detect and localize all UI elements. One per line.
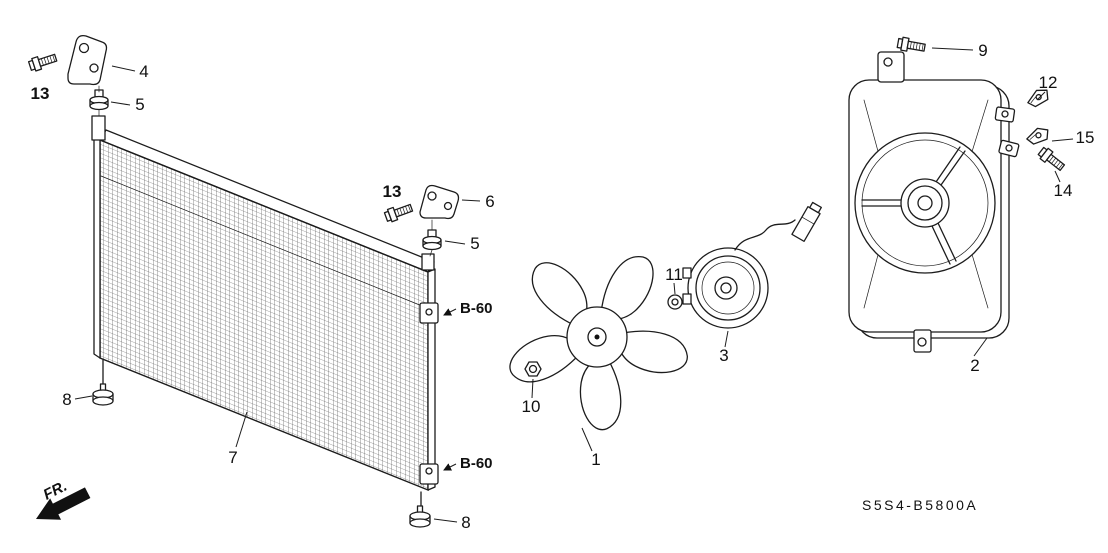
mount-grommet-upper [89,89,109,111]
fan-shroud [848,51,1020,353]
motor-connector [791,201,822,243]
mount-bracket-upper [67,34,108,86]
ref-b60-lower: B-60 [460,455,493,472]
callout-1: 1 [591,450,600,469]
callout-3: 3 [719,346,728,365]
callout-14: 14 [1054,181,1073,200]
diagram-code: S5S4-B5800A [862,497,978,513]
mount-bracket-mid [419,184,460,220]
fan-motor [682,201,822,329]
motor-wire [734,219,796,251]
shroud-bottom-tab [913,329,932,353]
callout-9: 9 [978,41,987,60]
callout-11: 11 [665,265,683,284]
callout-5-upper: 5 [135,95,144,114]
shroud-side-tab-lower [998,139,1020,158]
receiver-pipe-clamp-lower [419,463,439,485]
condenser-upper-mount-tab [91,115,106,141]
cushion-grommet-bottom [409,505,431,528]
fan-nut [524,361,542,377]
fan-washer [667,294,683,310]
condenser-left-tank [93,135,101,359]
cushion-grommet-left [92,383,114,406]
shroud-side-tab-upper [994,106,1016,123]
callout-2: 2 [970,356,979,375]
callout-10: 10 [522,397,541,416]
condenser-right-tank [427,268,436,491]
condenser [91,115,436,507]
callout-7: 7 [228,448,237,467]
receiver-pipe-clamp-upper [419,302,439,324]
callout-13-left: 13 [31,84,50,103]
callout-13-mid: 13 [383,182,402,201]
condenser-right-mount-tab [421,253,435,271]
callout-8-bottom: 8 [461,513,470,532]
callout-15: 15 [1076,128,1095,147]
ref-b60-upper: B-60 [460,300,493,317]
callout-5-lower: 5 [470,234,479,253]
callout-12: 12 [1039,73,1058,92]
shroud-top-bracket [877,51,905,83]
callout-6: 6 [485,192,494,211]
callout-4: 4 [139,62,148,81]
callout-8-left: 8 [62,390,71,409]
mount-grommet-mid [422,229,442,251]
